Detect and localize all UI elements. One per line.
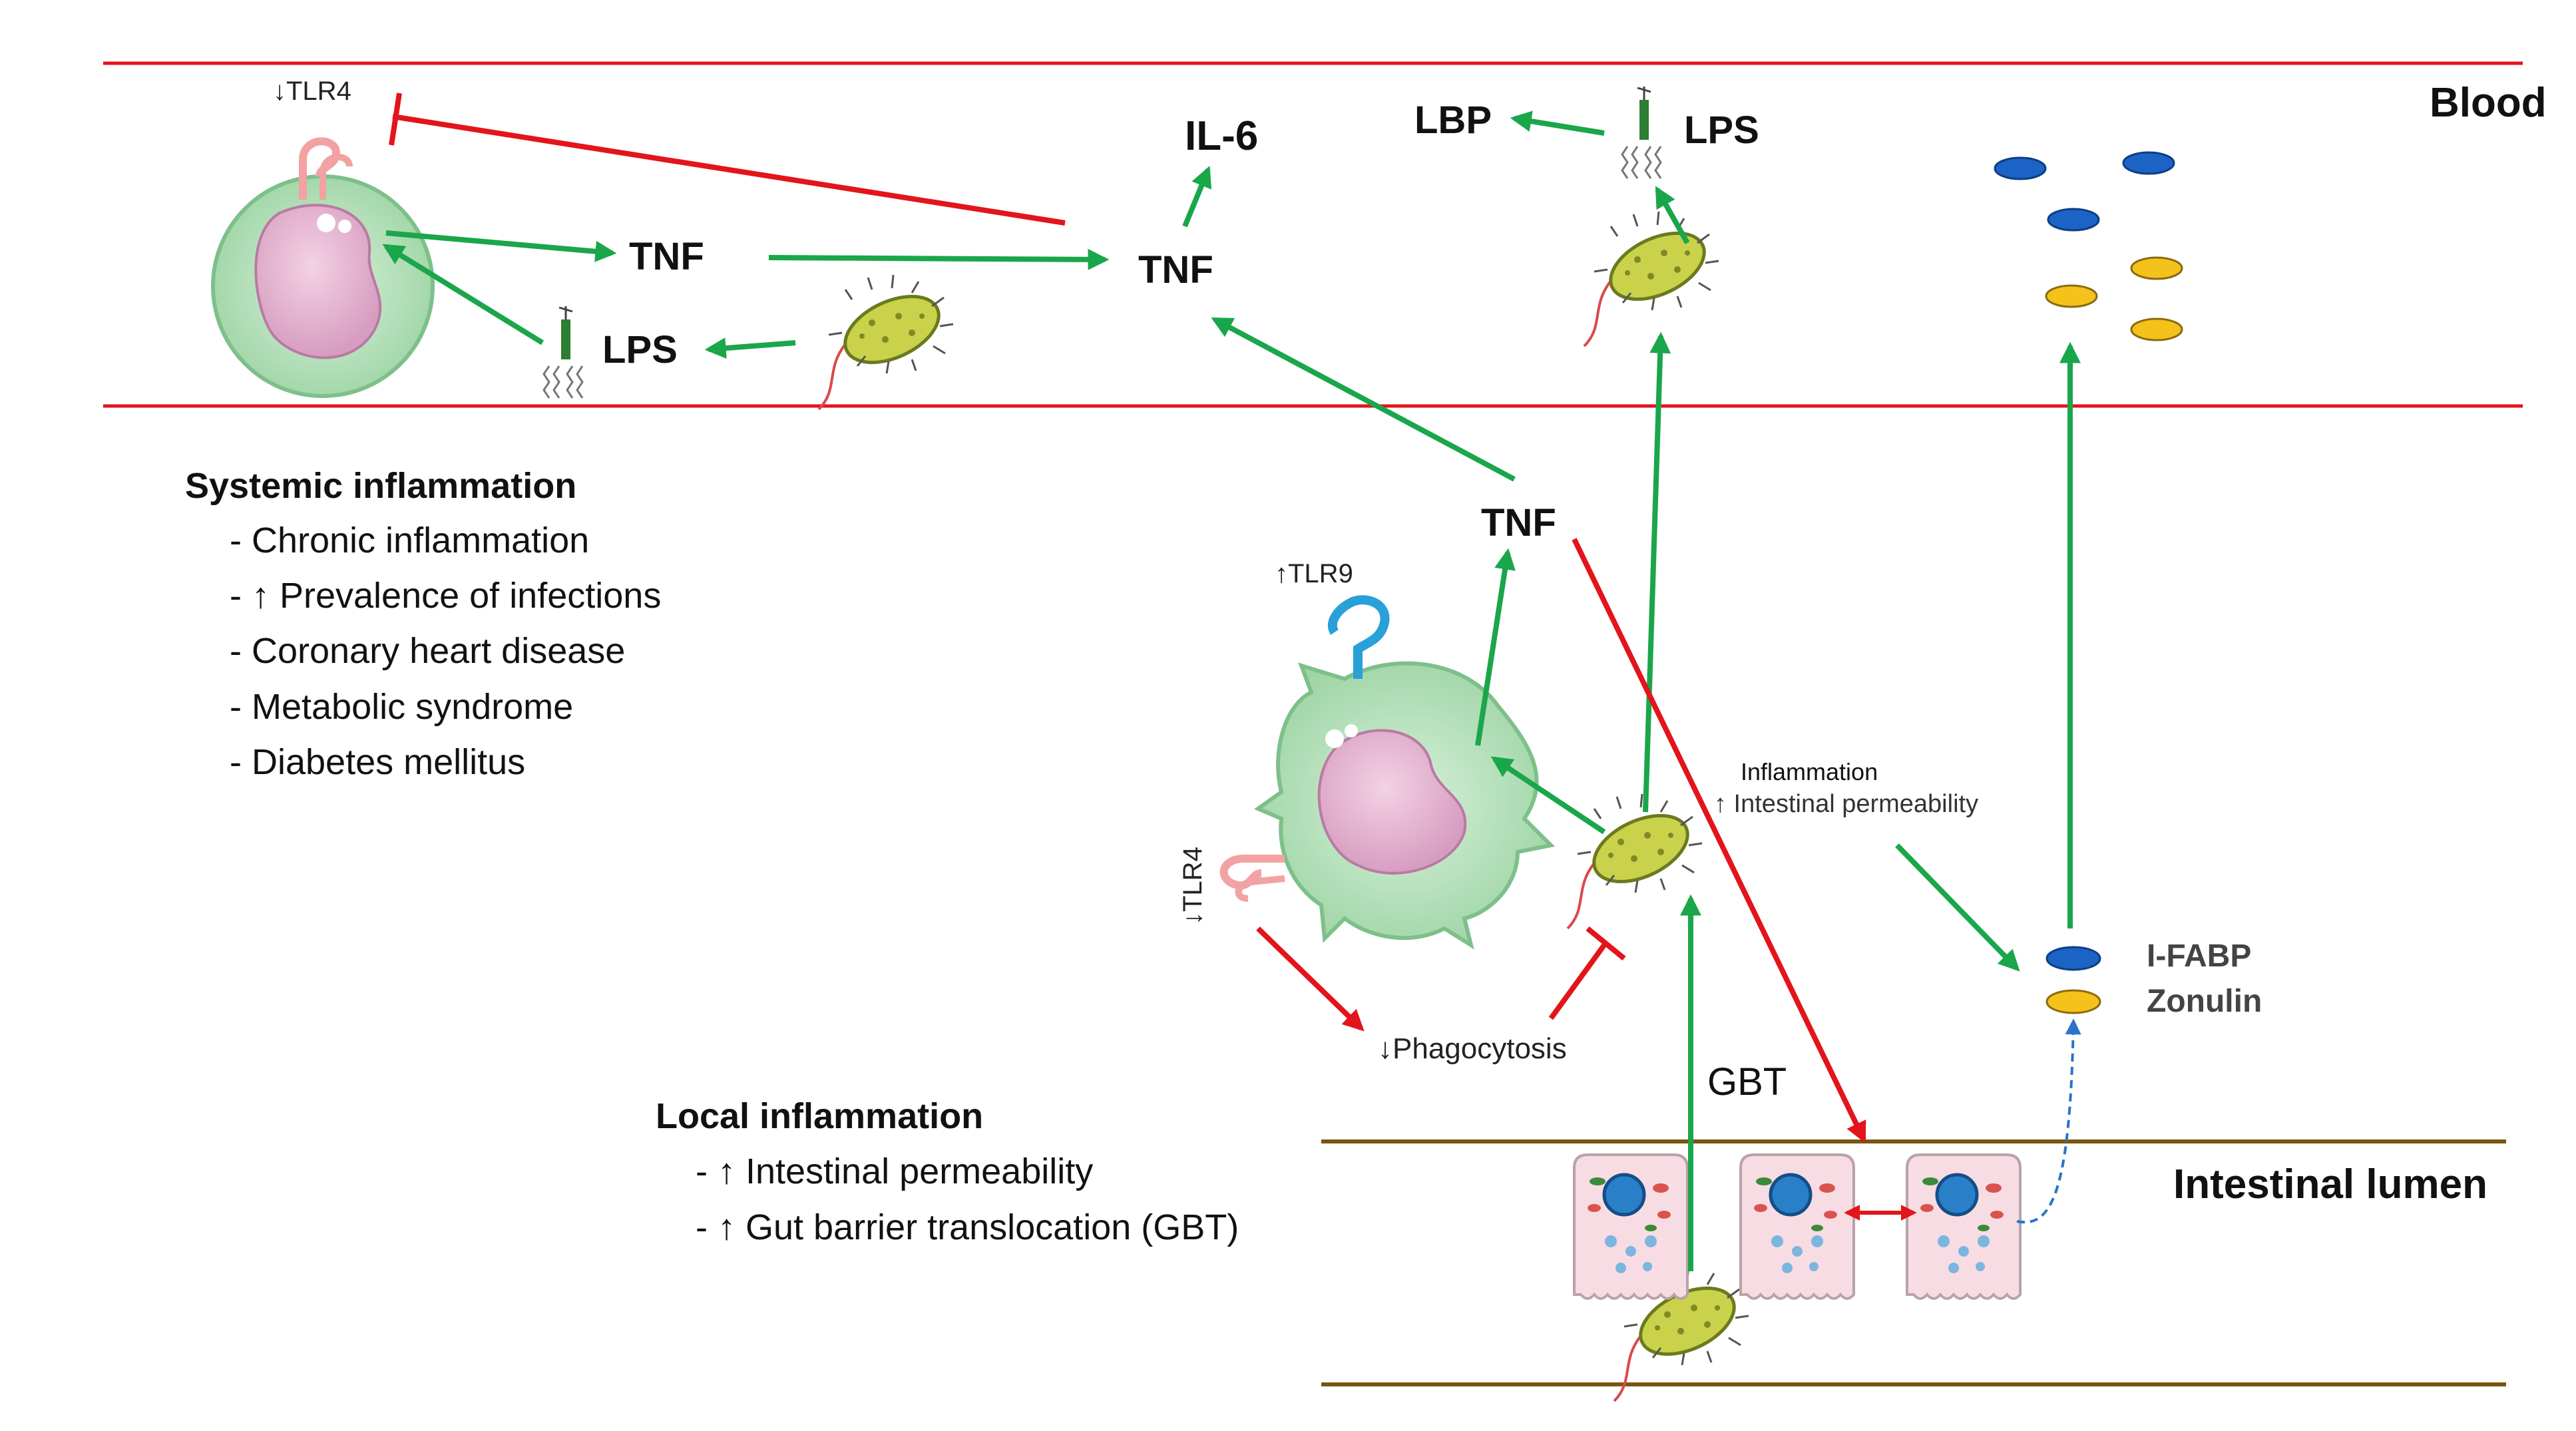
release-arrow xyxy=(2016,1018,2081,1224)
tnf-mid-label: TNF xyxy=(1481,501,1556,544)
systemic-inflammation-list: Systemic inflammation - Chronic inflamma… xyxy=(185,466,661,782)
zonulin-label: Zonulin xyxy=(2147,984,2262,1019)
lumen-label: Intestinal lumen xyxy=(2173,1161,2487,1207)
systemic-item: - ↑ Prevalence of infections xyxy=(230,576,661,616)
il6-label: IL-6 xyxy=(1185,113,1258,159)
systemic-item: - Metabolic syndrome xyxy=(230,687,573,727)
epithelial-cell xyxy=(1907,1155,2020,1299)
local-inflammation-list: Local inflammation - ↑ Intestinal permea… xyxy=(656,1096,1239,1247)
blood-monocyte xyxy=(211,174,435,398)
lps-left-label: LPS xyxy=(602,328,678,371)
arrow-bacterium-to-lps-top xyxy=(1655,186,1690,244)
tlr4-mac-label: ↓TLR4 xyxy=(1178,847,1207,925)
systemic-item: - Coronary heart disease xyxy=(230,631,625,671)
tissue-macrophage xyxy=(1253,661,1556,950)
arrow-bacterium-to-macrophage xyxy=(1490,756,1606,835)
zonulin-marker xyxy=(2045,989,2101,1014)
bacterium-lamina xyxy=(1568,794,1702,928)
local-heading: Local inflammation xyxy=(656,1096,983,1136)
ifabp-marker xyxy=(2045,946,2101,971)
arrow-tnf-to-il6 xyxy=(1182,166,1212,228)
systemic-item: - Diabetes mellitus xyxy=(230,742,525,782)
tlr9-receptor xyxy=(1327,595,1390,679)
arrow-macrophage-to-tnf xyxy=(1475,548,1516,746)
arrow-tnf-to-epithelium xyxy=(1572,538,1866,1143)
systemic-item: - Chronic inflammation xyxy=(230,520,589,560)
arrow-tlr4-to-phagocytosis xyxy=(1256,926,1365,1032)
inhibition-arrows xyxy=(389,93,1917,1221)
epithelial-cell xyxy=(1574,1155,1687,1299)
blood-label: Blood xyxy=(2430,80,2547,126)
ifabp-label: I-FABP xyxy=(2147,938,2251,974)
phagocytosis-label: ↓Phagocytosis xyxy=(1378,1032,1567,1065)
bacterium-blood-right xyxy=(1584,212,1719,346)
tlr4-receptor-macrophage xyxy=(1219,855,1285,902)
arrow-tnf-to-tnf-center xyxy=(768,248,1110,270)
tlr9-label: ↑TLR9 xyxy=(1275,559,1353,588)
arrow-bacterium-to-lps xyxy=(704,337,796,359)
intestinal-permeability-label: ↑ Intestinal permeability xyxy=(1714,790,1978,818)
inhibit-bar-bacterium xyxy=(1586,926,1626,961)
activation-arrows xyxy=(382,110,2081,1271)
arrow-tnf-mid-to-tnf-center xyxy=(1211,317,1516,482)
arrow-permeability-to-markers xyxy=(1895,843,2020,972)
arrow-lps-to-monocyte xyxy=(382,244,544,345)
epithelial-cell xyxy=(1741,1155,1854,1299)
tlr4-receptor-blood xyxy=(299,137,353,200)
inflammation-label: Inflammation xyxy=(1741,758,1878,785)
bacterium-blood-left xyxy=(819,275,953,409)
lps-top-label: LPS xyxy=(1684,108,1759,152)
inhibit-bar-tlr4 xyxy=(389,93,402,146)
tnf-left-label: TNF xyxy=(629,235,704,278)
lbp-label: LBP xyxy=(1414,99,1492,142)
lps-molecule-top xyxy=(1621,85,1662,180)
blood-biomarkers xyxy=(1994,151,2183,341)
tnf-center-label: TNF xyxy=(1138,248,1213,292)
inhibit-tnf-to-tlr4 xyxy=(392,114,1066,226)
arrow-lps-to-lbp xyxy=(1510,110,1605,136)
inhibit-phagocytosis-to-bacterium xyxy=(1548,943,1607,1020)
arrow-monocyte-to-tnf xyxy=(385,230,617,262)
arrow-lamina-to-blood xyxy=(1643,331,1671,813)
local-item: - ↑ Intestinal permeability xyxy=(696,1151,1093,1191)
tlr4-top-label: ↓TLR4 xyxy=(273,77,351,106)
gbt-label: GBT xyxy=(1707,1060,1787,1104)
local-item: - ↑ Gut barrier translocation (GBT) xyxy=(696,1207,1239,1247)
lps-molecule-left xyxy=(542,305,584,399)
systemic-heading: Systemic inflammation xyxy=(185,466,576,506)
